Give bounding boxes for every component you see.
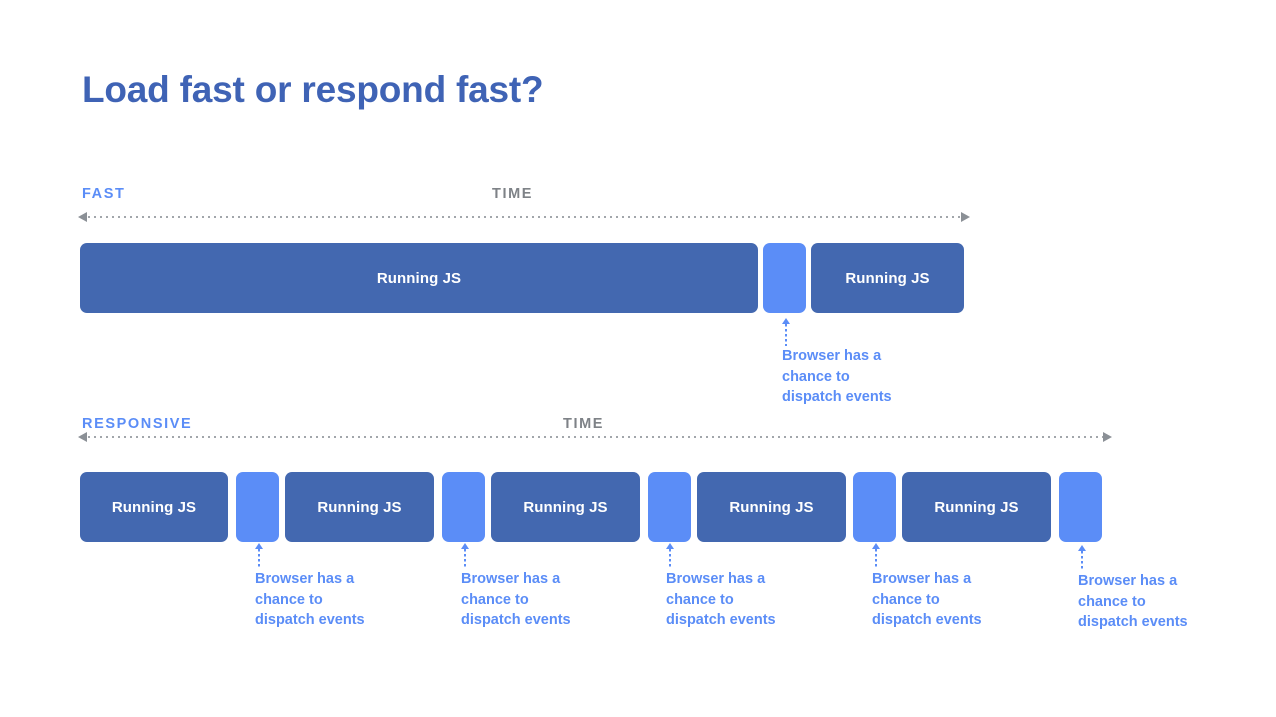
timeline-block-label: Running JS — [523, 498, 608, 516]
timeline-block-idle-gap[interactable] — [442, 472, 485, 542]
timeline-block-idle-gap[interactable] — [236, 472, 279, 542]
axis-dotted-line — [86, 216, 962, 218]
callout-text: Browser has a chance to dispatch events — [782, 348, 892, 405]
callout-arrow-up-icon — [255, 543, 263, 549]
callout-text: Browser has a chance to dispatch events — [666, 571, 776, 628]
callout-arrow-up-icon — [666, 543, 674, 549]
timeline-block-running-js[interactable]: Running JS — [491, 472, 640, 542]
timeline-block-running-js[interactable]: Running JS — [902, 472, 1051, 542]
axis-arrow-left-icon — [78, 432, 87, 442]
callout-arrow-up-icon — [872, 543, 880, 549]
callout-arrow-up-icon — [1078, 545, 1086, 551]
timeline-block-running-js[interactable]: Running JS — [80, 243, 758, 313]
callout-stem — [1081, 551, 1083, 571]
section-mode-label-responsive: RESPONSIVE — [82, 416, 193, 432]
time-axis-responsive — [78, 432, 1112, 442]
timeline-block-running-js[interactable]: Running JS — [697, 472, 846, 542]
callout-text: Browser has a chance to dispatch events — [872, 571, 982, 628]
timeline-block-running-js[interactable]: Running JS — [80, 472, 228, 542]
callout-text: Browser has a chance to dispatch events — [461, 571, 571, 628]
timeline-block-label: Running JS — [934, 498, 1019, 516]
axis-arrow-left-icon — [78, 212, 87, 222]
callout-stem — [464, 549, 466, 569]
timeline-block-running-js[interactable]: Running JS — [811, 243, 964, 313]
callout-text: Browser has a chance to dispatch events — [255, 571, 365, 628]
timeline-block-idle-gap[interactable] — [1059, 472, 1102, 542]
axis-dotted-line — [86, 436, 1104, 438]
timeline-block-label: Running JS — [317, 498, 402, 516]
callout-stem — [669, 549, 671, 569]
timeline-block-label: Running JS — [376, 269, 462, 287]
section-mode-label-fast: FAST — [82, 186, 126, 202]
callout-stem — [258, 549, 260, 569]
timeline-block-label: Running JS — [729, 498, 814, 516]
axis-arrow-right-icon — [961, 212, 970, 222]
timeline-block-idle-gap[interactable] — [648, 472, 691, 542]
timeline-block-running-js[interactable]: Running JS — [285, 472, 434, 542]
timeline-block-label: Running JS — [845, 269, 930, 287]
page-title: Load fast or respond fast? — [82, 69, 544, 110]
timeline-block-label: Running JS — [111, 498, 197, 516]
time-axis-fast — [78, 212, 970, 222]
timeline-block-idle-gap[interactable] — [763, 243, 806, 313]
callout-stem — [785, 324, 787, 346]
callout-arrow-up-icon — [782, 318, 790, 324]
timeline-block-idle-gap[interactable] — [853, 472, 896, 542]
section-time-label-responsive: TIME — [563, 416, 605, 432]
callout-text: Browser has a chance to dispatch events — [1078, 573, 1188, 630]
callout-arrow-up-icon — [461, 543, 469, 549]
section-time-label-fast: TIME — [492, 186, 534, 202]
callout-stem — [875, 549, 877, 569]
axis-arrow-right-icon — [1103, 432, 1112, 442]
